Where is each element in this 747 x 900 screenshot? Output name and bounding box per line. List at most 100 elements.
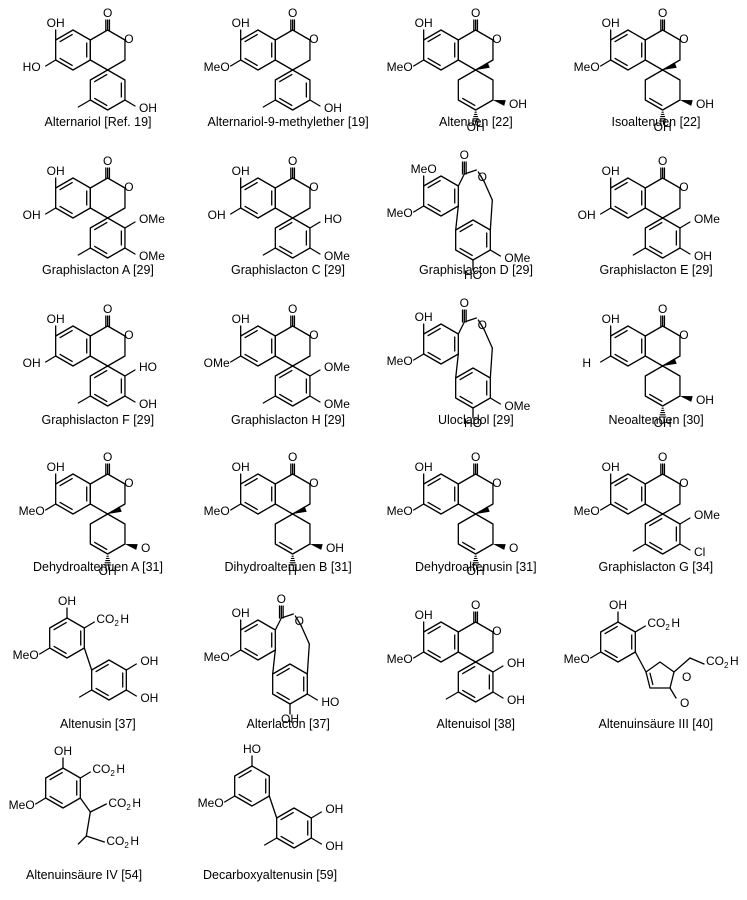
substituent-top: OH xyxy=(415,310,433,324)
carboxyl: CO xyxy=(96,612,114,626)
oh-label: OH xyxy=(325,839,343,853)
oh-label: OH xyxy=(232,164,250,178)
ring-oxygen: O xyxy=(682,670,691,684)
substituent-left: MeO xyxy=(564,652,590,666)
substituent-right: OH xyxy=(139,101,157,115)
carbonyl-o: O xyxy=(288,154,297,168)
compound-caption: Altenuinsäure IV [54] xyxy=(26,868,143,882)
compound-caption: Dehydroaltenuen A [31] xyxy=(33,560,163,574)
oh-label: OH xyxy=(47,312,65,326)
ring-oxygen: O xyxy=(124,180,133,194)
oh-label: OH xyxy=(415,460,433,474)
compound-caption: Altenuinsäure III [40] xyxy=(598,717,714,731)
compound-caption: Graphislacton G [34] xyxy=(598,560,714,574)
compound-caption: Dehydroaltenusin [31] xyxy=(415,560,537,574)
compound-caption: Isoaltenuen [22] xyxy=(611,115,701,129)
carbonyl-o: O xyxy=(103,6,112,20)
svg-text:2: 2 xyxy=(126,803,131,812)
oh-label: OH xyxy=(325,802,343,816)
substituent-upper-right: OMe xyxy=(694,212,720,226)
oh-label: OH xyxy=(54,744,72,758)
carbonyl-o: O xyxy=(103,302,112,316)
ring-oxygen: O xyxy=(124,476,133,490)
ring-oxygen: O xyxy=(124,328,133,342)
carboxyl-h: H xyxy=(130,834,139,848)
ring-oxygen: O xyxy=(309,476,318,490)
substituent-upper-right: HO xyxy=(324,212,342,226)
ring-oxygen: O xyxy=(478,318,487,332)
ring-oxygen: O xyxy=(492,32,501,46)
oh-label: O xyxy=(141,541,150,555)
substituent-left: MeO xyxy=(574,60,600,74)
substituent-left: MeO xyxy=(387,504,413,518)
substituent-upper-right: HO xyxy=(139,360,157,374)
compound-caption: Graphislacton A [29] xyxy=(42,263,154,277)
carbonyl-o: O xyxy=(103,450,112,464)
oh-label: HO xyxy=(321,695,339,709)
substituent-top: OH xyxy=(232,606,250,620)
carbonyl-o: O xyxy=(471,450,480,464)
oh-label: OH xyxy=(509,97,527,111)
oh-label: OH xyxy=(99,564,117,578)
oh-label: OH xyxy=(47,16,65,30)
carbonyl-o: O xyxy=(460,148,469,162)
compound-caption: Dihydroaltenuen B [31] xyxy=(224,560,352,574)
carbonyl-o: O xyxy=(288,450,297,464)
oh-label: OH xyxy=(467,564,485,578)
carbonyl-o: O xyxy=(658,6,667,20)
substituent-left: MeO xyxy=(13,648,39,662)
substituent-left: MeO xyxy=(204,650,230,664)
carbonyl-o: O xyxy=(658,302,667,316)
carboxyl-h: H xyxy=(671,616,680,630)
ring-oxygen: O xyxy=(309,32,318,46)
oh-label: OH xyxy=(232,16,250,30)
svg-text:2: 2 xyxy=(665,623,670,632)
substituent-right: OH xyxy=(507,693,525,707)
oh-label: OH xyxy=(415,608,433,622)
oh-label: OH xyxy=(232,460,250,474)
ring-oxygen: O xyxy=(679,180,688,194)
oh-label: OH xyxy=(140,654,158,668)
compound-caption: Altenuisol [38] xyxy=(436,717,516,731)
oh-label: OH xyxy=(609,598,627,612)
substituent-upper-right: OMe xyxy=(139,212,165,226)
oh-label: O xyxy=(509,541,518,555)
substituent-right: OMe xyxy=(324,249,350,263)
oh-label: OH xyxy=(654,416,672,430)
compound-caption: Decarboxyaltenusin [59] xyxy=(203,868,338,882)
substituent-right: OH xyxy=(139,397,157,411)
svg-text:2: 2 xyxy=(114,619,119,628)
substituent-upper-right: OMe xyxy=(694,508,720,522)
substituent-right: OH xyxy=(324,101,342,115)
oh-label: OH xyxy=(281,712,299,726)
oh-label: OH xyxy=(602,460,620,474)
carboxyl: CO xyxy=(106,834,124,848)
carbonyl-o: O xyxy=(471,6,480,20)
carboxyl: CO xyxy=(647,616,665,630)
